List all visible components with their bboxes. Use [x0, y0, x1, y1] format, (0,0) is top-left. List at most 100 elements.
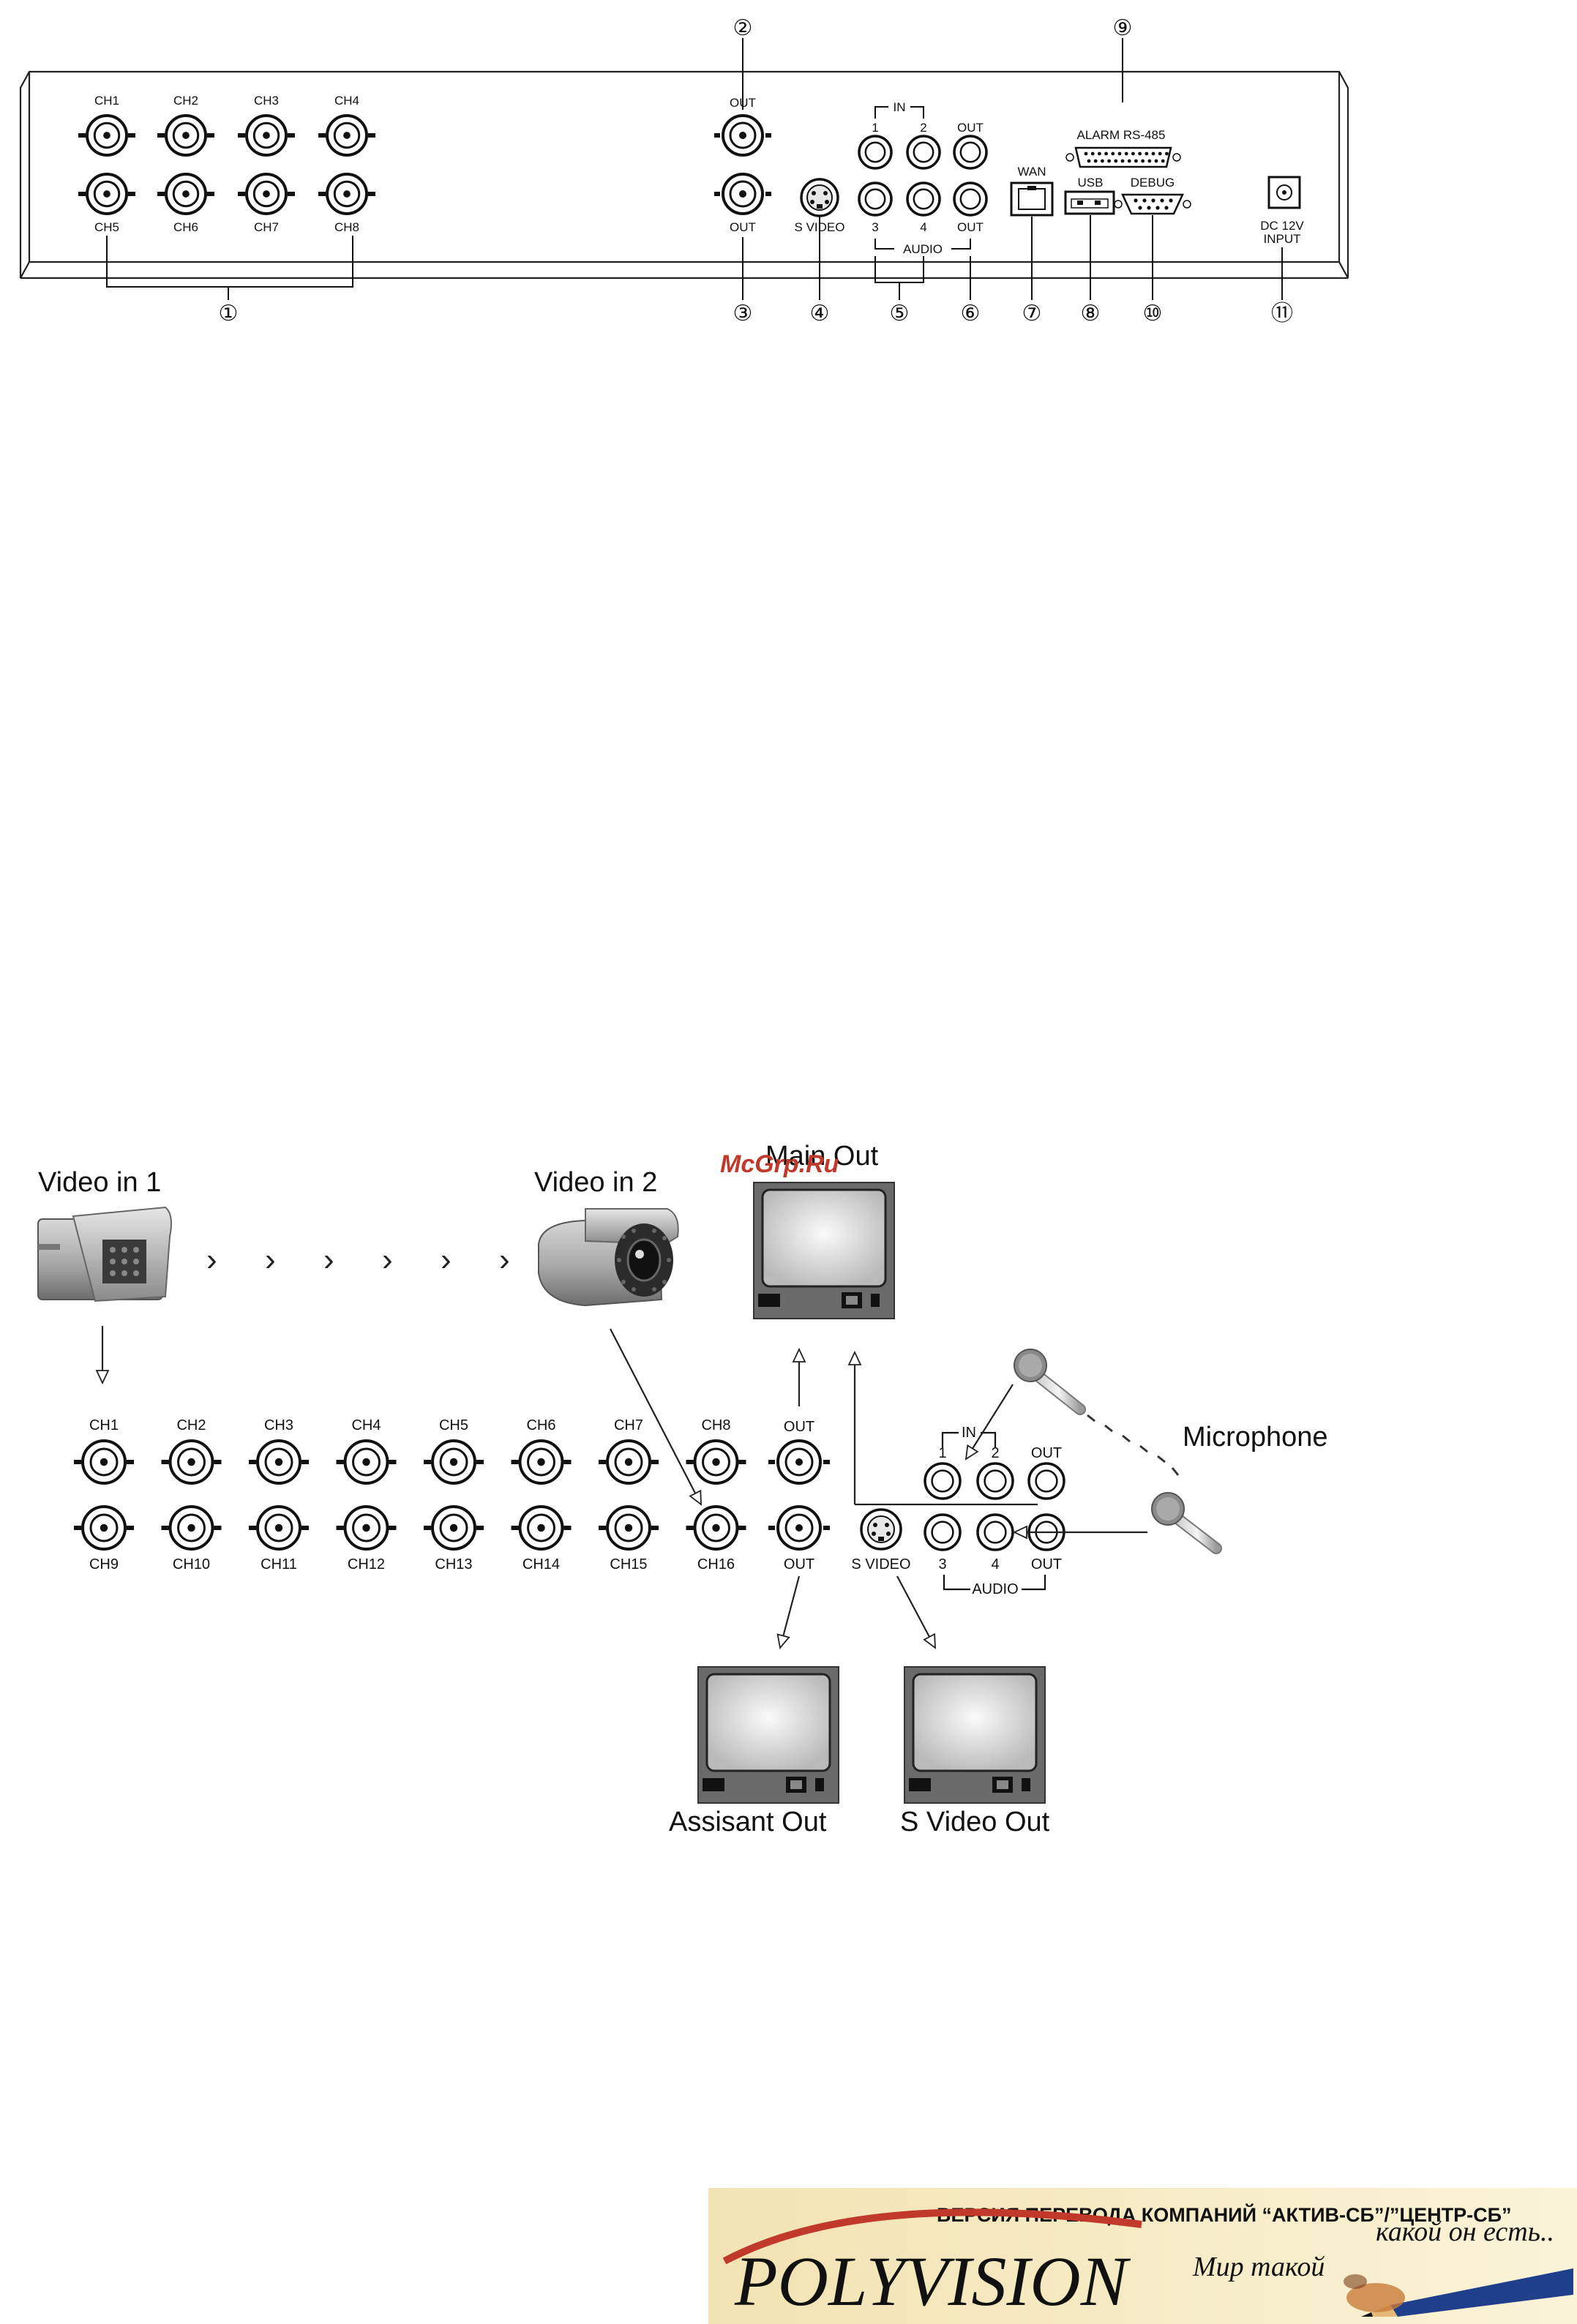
- rear-usb-port[interactable]: [1064, 190, 1115, 215]
- callout-5: ⑤: [890, 301, 910, 326]
- rear-video-input-6[interactable]: [157, 173, 214, 215]
- cd-channel-label: CH13: [435, 1556, 472, 1573]
- cd-video-input-9[interactable]: [74, 1505, 134, 1551]
- cd-channel-label: CH5: [439, 1417, 468, 1433]
- rear-alarm-port[interactable]: [1065, 146, 1181, 168]
- rear-dc-label-1: DC 12V: [1260, 219, 1304, 233]
- cd-video-input-14[interactable]: [511, 1505, 572, 1551]
- rear-video-input-3[interactable]: [238, 114, 295, 157]
- watermark-text: McGrp.Ru: [720, 1150, 839, 1178]
- cd-video-input-11[interactable]: [249, 1505, 309, 1551]
- rear-video-input-5[interactable]: [78, 173, 135, 215]
- cd-video-input-5[interactable]: [424, 1439, 484, 1485]
- cd-audio-out-bottom: OUT: [1031, 1556, 1062, 1573]
- cd-out-label-bottom: OUT: [784, 1556, 814, 1573]
- rear-audio-jack-3[interactable]: [953, 135, 988, 170]
- callout-3: ③: [733, 301, 753, 326]
- cd-audio-1: 1: [938, 1445, 946, 1461]
- rear-audio-1: 1: [872, 121, 878, 135]
- cd-channel-label: CH7: [614, 1417, 643, 1433]
- chevron: ›: [382, 1242, 393, 1278]
- rear-panel-video-out-assistant[interactable]: [714, 173, 771, 215]
- rear-panel-video-out-main[interactable]: [714, 114, 771, 157]
- cd-video-input-4[interactable]: [336, 1439, 397, 1485]
- rear-dc-label-2: INPUT: [1264, 232, 1301, 246]
- cd-channel-label: CH6: [526, 1417, 555, 1433]
- rear-audio-in-bracket: [874, 106, 924, 119]
- rear-audio-jack-2[interactable]: [906, 135, 941, 170]
- chevron: ›: [499, 1242, 510, 1278]
- rear-dc-power-port[interactable]: [1267, 176, 1301, 209]
- banner-slogan-2: какой он есть..: [1376, 2216, 1554, 2247]
- callout-4: ④: [810, 301, 830, 326]
- rear-video-input-8[interactable]: [318, 173, 375, 215]
- cd-video-input-13[interactable]: [424, 1505, 484, 1551]
- cd-audio-out-top: OUT: [1031, 1445, 1062, 1461]
- daisy-chain-chevrons: › › › › › ›: [206, 1242, 510, 1278]
- cd-video-input-15[interactable]: [599, 1505, 659, 1551]
- rear-debug-label: DEBUG: [1131, 176, 1175, 190]
- cd-audio-jack-5[interactable]: [976, 1513, 1014, 1551]
- rear-panel-svideo-port[interactable]: [800, 178, 839, 217]
- rear-video-input-4[interactable]: [318, 114, 375, 157]
- cd-video-out-main[interactable]: [768, 1439, 830, 1485]
- rear-audio-4: 4: [920, 220, 926, 234]
- cd-channel-label: CH4: [351, 1417, 381, 1433]
- rear-audio-jack-6[interactable]: [953, 181, 988, 217]
- cd-video-input-10[interactable]: [161, 1505, 222, 1551]
- connection-diagram: Video in 1 Video in 2 Main Out McGrp.Ru …: [37, 1141, 1328, 1837]
- camera-2-icon: [538, 1208, 679, 1307]
- rear-channel-label: CH2: [173, 94, 198, 108]
- rear-audio-jack-5[interactable]: [906, 181, 941, 217]
- connection-video-inputs: CH1CH9CH2CH10CH3CH11CH4CH12CH5CH13CH6CH1…: [74, 1417, 746, 1573]
- rear-wan-label: WAN: [1017, 165, 1046, 179]
- rear-channel-label: CH5: [94, 220, 119, 234]
- callout-10: ⑩: [1143, 301, 1163, 326]
- rear-audio-in-label: IN: [894, 100, 906, 114]
- monitor-main-out-icon: [753, 1182, 895, 1319]
- rear-video-input-2[interactable]: [157, 114, 214, 157]
- cd-out-label-top: OUT: [784, 1419, 814, 1435]
- assistant-out-label: Assisant Out: [669, 1807, 827, 1837]
- rear-video-input-1[interactable]: [78, 114, 135, 157]
- rear-audio-jack-4[interactable]: [858, 181, 893, 217]
- logo-swoosh-icon: [722, 2208, 1142, 2265]
- cd-video-input-12[interactable]: [336, 1505, 397, 1551]
- cd-video-input-8[interactable]: [686, 1439, 746, 1485]
- rear-debug-port[interactable]: [1114, 193, 1191, 215]
- rear-alarm-label: ALARM RS-485: [1077, 128, 1166, 142]
- rear-video-input-7[interactable]: [238, 173, 295, 215]
- cd-channel-label: CH9: [89, 1556, 119, 1573]
- cd-video-out-assistant[interactable]: [768, 1505, 830, 1551]
- cd-audio-label: AUDIO: [972, 1581, 1018, 1597]
- cd-channel-label: CH2: [176, 1417, 206, 1433]
- rear-channel-label: CH6: [173, 220, 198, 234]
- cd-channel-label: CH15: [610, 1556, 647, 1573]
- banner-slogan-1: Мир такой: [1192, 2252, 1325, 2282]
- microphone-2-icon: [1151, 1492, 1222, 1554]
- cd-video-input-16[interactable]: [686, 1505, 746, 1551]
- rear-usb-label: USB: [1078, 176, 1104, 190]
- cd-video-input-2[interactable]: [161, 1439, 222, 1485]
- cd-audio-2: 2: [991, 1445, 999, 1461]
- rear-wan-port[interactable]: [1010, 181, 1054, 217]
- cd-svideo-port[interactable]: [860, 1508, 902, 1551]
- banner-logo: POLYVISION: [734, 2242, 1131, 2320]
- cd-video-input-3[interactable]: [249, 1439, 309, 1485]
- cd-channel-label: CH1: [89, 1417, 119, 1433]
- monitor-svideo-out-icon: [904, 1666, 1046, 1804]
- cd-audio-jack-1[interactable]: [924, 1462, 962, 1500]
- rear-audio-label: AUDIO: [903, 242, 943, 256]
- callout-8: ⑧: [1081, 301, 1101, 326]
- cd-channel-label: CH16: [697, 1556, 735, 1573]
- cd-video-input-1[interactable]: [74, 1439, 134, 1485]
- cd-audio-jack-2[interactable]: [976, 1462, 1014, 1500]
- cd-video-input-6[interactable]: [511, 1439, 572, 1485]
- cd-audio-jack-3[interactable]: [1027, 1462, 1065, 1500]
- cd-audio-jack-4[interactable]: [924, 1513, 962, 1551]
- cd-channel-label: CH10: [173, 1556, 210, 1573]
- cd-video-input-7[interactable]: [599, 1439, 659, 1485]
- rear-audio-jack-1[interactable]: [858, 135, 893, 170]
- cd-channel-label: CH14: [522, 1556, 560, 1573]
